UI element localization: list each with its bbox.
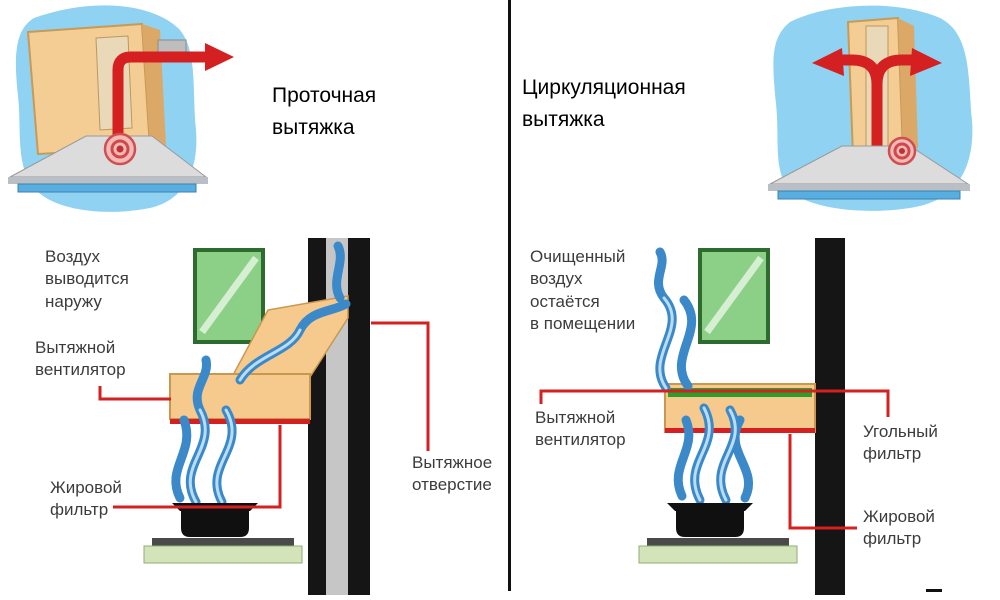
wall-panel (26, 22, 152, 156)
label-air-exits-outside: Воздух выводится наружу (45, 247, 129, 311)
leader-line-fan-and-carbon-filter (539, 389, 890, 417)
right-schematic (539, 238, 890, 595)
label-exhaust-fan-right: Вытяжной вентилятор (535, 408, 626, 450)
stove-base (143, 538, 303, 564)
arrowhead-right (205, 43, 234, 71)
left-panel-title: Проточная вытяжка (272, 84, 377, 139)
bottom-right-dash (926, 589, 942, 592)
arrowhead-right (910, 48, 942, 76)
leader-line-grease-filter (788, 434, 857, 530)
panel-divider (508, 0, 511, 591)
window (698, 248, 770, 344)
fan-icon (103, 132, 137, 166)
label-grease-filter-left: Жировой фильтр (50, 478, 122, 520)
right-illustration (768, 5, 973, 211)
air-flow-out-arrow (112, 51, 205, 150)
left-schematic (98, 238, 430, 595)
leader-line-grease-filter (113, 425, 282, 509)
hood-rim (768, 184, 970, 191)
arrowhead-left (812, 48, 844, 76)
leader-line-exhaust-opening (371, 321, 430, 451)
hood-rim (8, 177, 208, 184)
cooking-pot (172, 503, 258, 537)
window (193, 248, 265, 344)
label-carbon-filter: Угольный фильтр (863, 422, 938, 464)
label-clean-air-stays: Очищенный воздух остаётся в помещении (530, 247, 636, 334)
stove-base (638, 538, 798, 564)
fan-icon (887, 136, 917, 166)
cooking-pot (667, 503, 753, 537)
wall-column (815, 238, 845, 595)
grease-filter-strip (170, 419, 310, 424)
hood-glass (777, 190, 961, 200)
label-exhaust-opening: Вытяжное отверстие (412, 453, 493, 495)
air-branch-right (871, 54, 916, 85)
smoke (654, 247, 754, 505)
hood-glass (17, 183, 197, 193)
smoke (171, 241, 351, 507)
label-grease-filter-right: Жировой фильтр (863, 507, 935, 549)
leader-line-fan (98, 386, 171, 401)
left-illustration (8, 5, 234, 212)
right-panel-title: Циркуляционная вытяжка (522, 76, 686, 131)
label-exhaust-fan-left: Вытяжной вентилятор (35, 338, 126, 380)
